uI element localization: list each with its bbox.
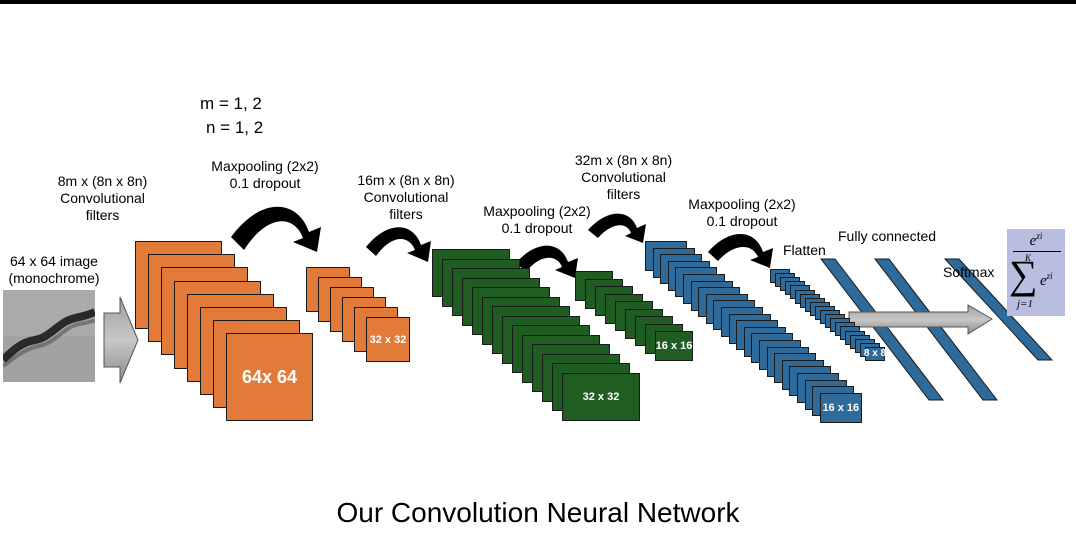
- fc-bar-1: [819, 258, 945, 401]
- formula-den-base: e: [1040, 273, 1047, 289]
- formula-fraction-bar: [1013, 251, 1061, 252]
- conv3-stack-size-label: 16 x 16: [822, 401, 860, 414]
- conv2-stack-slice: 32 x 32: [562, 372, 640, 421]
- input-image-texture: [3, 290, 95, 382]
- pool2-stack-slice: 16 x 16: [655, 331, 693, 361]
- curved-arrow-pool1: [231, 206, 321, 252]
- pool2-stack-size-label: 16 x 16: [655, 340, 693, 352]
- input-label: 64 x 64 image (monochrome): [5, 253, 103, 287]
- softmax-formula: ezi K ∑ j=1 ezi: [1007, 229, 1065, 316]
- pool3-label-line2: 0.1 dropout: [706, 213, 778, 229]
- formula-sum-bottom: j=1: [1017, 298, 1033, 310]
- top-border: [0, 0, 1076, 4]
- conv3-label-line3: filters: [606, 186, 641, 202]
- formula-num-base: e: [1029, 233, 1037, 249]
- conv3-label-line1: 32m x (8n x 8n): [574, 152, 673, 168]
- pool1-stack-slice: 32 x 32: [366, 317, 410, 362]
- conv1-label: 8m x (8n x 8n) Convolutional filters: [45, 173, 160, 224]
- conv2-label: 16m x (8n x 8n) Convolutional filters: [350, 172, 462, 223]
- pool3-stack-slice: 8 x 8: [863, 346, 887, 361]
- formula-sigma: ∑: [1009, 252, 1038, 297]
- pool2-label: Maxpooling (2x2) 0.1 dropout: [477, 203, 597, 237]
- flatten-label: Flatten: [783, 242, 826, 258]
- conv1-label-line3: filters: [85, 207, 120, 223]
- curved-arrow-conv2: [366, 227, 431, 262]
- softmax-label: Softmax: [943, 264, 995, 280]
- pool2-label-line1: Maxpooling (2x2): [483, 203, 591, 219]
- conv3-label-line2: Convolutional: [581, 169, 666, 185]
- input-label-line1: 64 x 64 image: [10, 253, 98, 269]
- pool1-label-line2: 0.1 dropout: [229, 175, 301, 191]
- fc-arrow: [848, 304, 993, 335]
- curved-arrow-pool3: [708, 234, 773, 268]
- fc-label: Fully connected: [838, 228, 937, 244]
- input-label-line2: (monochrome): [8, 270, 100, 286]
- pool3-stack-size-label: 8 x 8: [863, 348, 887, 360]
- conv2-stack-size-label: 32 x 32: [582, 390, 620, 403]
- pool1-label: Maxpooling (2x2) 0.1 dropout: [205, 158, 325, 192]
- conv2-label-line2: Convolutional: [363, 189, 449, 205]
- pool3-label: Maxpooling (2x2) 0.1 dropout: [682, 196, 802, 230]
- conv3-label: 32m x (8n x 8n) Convolutional filters: [566, 152, 681, 203]
- curved-arrow-conv3: [588, 213, 646, 243]
- input-image: [3, 290, 95, 382]
- formula-sum-top: K: [1025, 253, 1032, 263]
- fc-bar-3: [943, 258, 1054, 361]
- param-n: n = 1, 2: [206, 118, 264, 137]
- conv1-stack-slice: 64x 64: [226, 333, 313, 422]
- input-arrow: [103, 296, 139, 384]
- formula-numerator: ezi: [1007, 231, 1065, 250]
- diagram-title: Our Convolution Neural Network: [336, 497, 740, 528]
- fc-bar-2: [873, 258, 999, 401]
- conv2-label-line1: 16m x (8n x 8n): [357, 172, 455, 188]
- pool3-label-line1: Maxpooling (2x2): [688, 196, 796, 212]
- conv1-stack-size-label: 64x 64: [241, 366, 298, 387]
- curved-arrow-pool2: [516, 245, 578, 278]
- param-m: m = 1, 2: [200, 94, 262, 113]
- formula-den-exp: zi: [1046, 271, 1053, 281]
- conv1-label-line1: 8m x (8n x 8n): [57, 173, 148, 189]
- pool1-stack-size-label: 32 x 32: [369, 333, 407, 346]
- pool1-label-line1: Maxpooling (2x2): [211, 158, 319, 174]
- formula-num-exp: zi: [1036, 231, 1043, 241]
- conv3-stack-slice: 16 x 16: [819, 392, 862, 423]
- pool2-label-line2: 0.1 dropout: [501, 220, 573, 236]
- conv1-label-line2: Convolutional: [60, 190, 145, 206]
- conv2-label-line3: filters: [389, 206, 423, 222]
- formula-denominator: ezi: [1040, 271, 1053, 290]
